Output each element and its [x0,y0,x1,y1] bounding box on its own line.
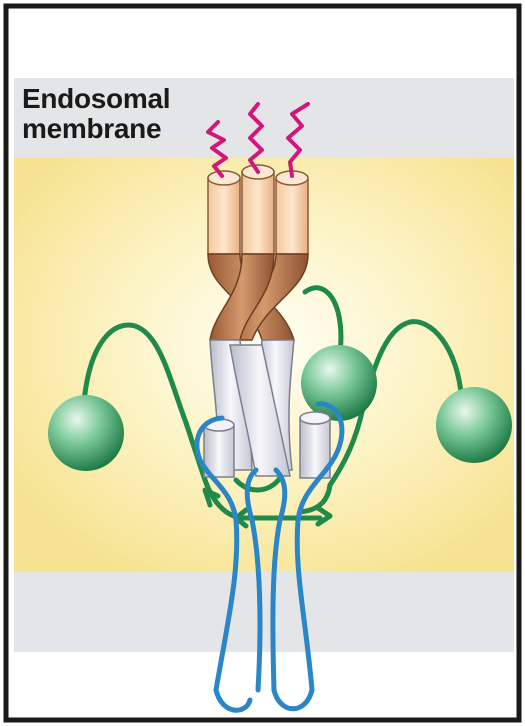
sphere-icon [436,387,512,463]
membrane-label-line1: Endosomal [22,84,170,114]
lumen-band-bottom [14,572,514,652]
membrane-label-line2: membrane [22,114,170,144]
sphere-icon [48,395,124,471]
sphere-icon [301,345,377,421]
membrane-label: Endosomal membrane [22,84,170,144]
